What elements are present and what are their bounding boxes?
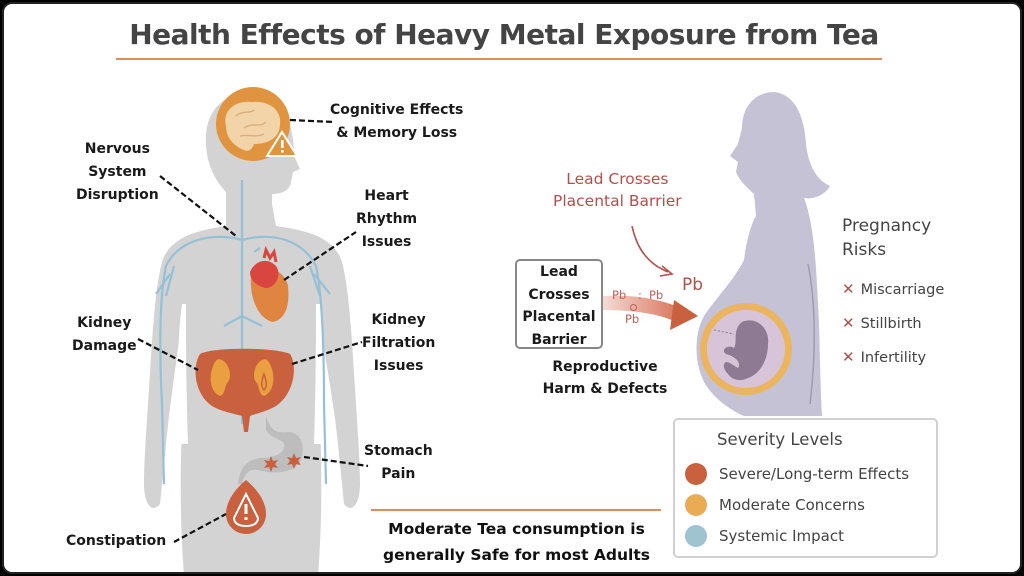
leader-cognitive xyxy=(289,118,335,124)
legend-item-severe: Severe/Long-term Effects xyxy=(685,462,909,486)
leader-heart xyxy=(283,231,357,281)
safety-note-line: Moderate Tea consumption is xyxy=(388,520,645,538)
lead-crosses-callout: Lead Crosses Placental Barrier xyxy=(553,168,682,212)
legend-item-systemic: Systemic Impact xyxy=(685,524,844,548)
callout-arrow xyxy=(631,225,669,273)
box-line: Lead xyxy=(540,264,578,280)
leader-nervous xyxy=(159,175,237,237)
pb-symbol: Pb xyxy=(625,312,640,326)
label-line: Kidney xyxy=(77,315,132,331)
risk-label: Infertility xyxy=(860,350,927,366)
arrow-head-icon xyxy=(670,300,698,330)
label-line: Cognitive Effects xyxy=(330,102,464,118)
pb-symbol: Pb xyxy=(612,288,627,302)
x-mark-icon: ✕ xyxy=(842,348,855,366)
legend-label: Severe/Long-term Effects xyxy=(719,465,910,483)
lead-transfer-arrow xyxy=(602,295,680,322)
risk-item-miscarriage: ✕ Miscarriage xyxy=(842,280,944,298)
pb-symbol: Pb xyxy=(649,288,664,302)
label-line: Issues xyxy=(361,234,412,250)
leader-lines xyxy=(137,118,369,543)
label-line: Nervous xyxy=(84,141,150,157)
label-line: Filtration xyxy=(362,335,436,351)
atom-bond-icon xyxy=(630,304,637,311)
stomach-icon xyxy=(238,416,303,484)
constipation-warning-icon xyxy=(226,480,266,534)
label-line: Kidney xyxy=(371,312,426,328)
title-underline xyxy=(116,58,882,60)
risk-item-stillbirth: ✕ Stillbirth xyxy=(842,314,922,332)
risk-item-infertility: ✕ Infertility xyxy=(842,348,926,366)
box-line: Barrier xyxy=(531,331,587,348)
x-mark-icon: ✕ xyxy=(842,314,855,332)
label-line: Issues xyxy=(373,358,424,374)
callout-line: Placental Barrier xyxy=(553,192,682,210)
label-line: Damage xyxy=(72,338,137,354)
nervous-system-veins xyxy=(155,180,331,485)
leader-constipation xyxy=(173,513,227,543)
title-line: Pregnancy xyxy=(842,216,932,236)
label-nervous-system: Nervous System Disruption xyxy=(76,138,159,207)
label-line: Constipation xyxy=(66,533,167,549)
severity-legend: Severity Levels Severe/Long-term Effects… xyxy=(673,418,938,558)
label-line: Pain xyxy=(381,466,416,482)
leader-kidney-damage xyxy=(137,338,199,371)
pb-label-large: Pb xyxy=(682,275,704,295)
legend-item-moderate: Moderate Concerns xyxy=(685,493,865,517)
box-line: Crosses xyxy=(528,286,590,303)
safety-note-line: generally Safe for most Adults xyxy=(383,546,650,564)
arm-gap-right xyxy=(314,304,325,444)
title-line: Risks xyxy=(842,240,887,260)
box-line: Placental xyxy=(522,309,596,325)
label-line: & Memory Loss xyxy=(336,125,458,141)
label-line: Rhythm xyxy=(356,211,418,227)
legend-label: Moderate Concerns xyxy=(719,496,865,514)
x-mark-icon: ✕ xyxy=(842,280,855,298)
label-stomach-pain: Stomach Pain xyxy=(364,440,433,486)
arrow-head-icon xyxy=(659,265,674,277)
womb-fetus-icon xyxy=(700,303,792,395)
label-constipation: Constipation xyxy=(66,530,166,553)
legend-title: Severity Levels xyxy=(717,430,843,449)
pain-star-icon xyxy=(264,456,278,472)
moderate-dot-icon xyxy=(685,494,707,516)
label-line: Stomach xyxy=(364,443,433,459)
warning-triangle-icon xyxy=(265,130,299,157)
label-line: Disruption xyxy=(76,187,159,203)
severe-dot-icon xyxy=(685,463,707,485)
systemic-dot-icon xyxy=(685,525,707,547)
safety-note-rule xyxy=(371,509,661,511)
heart-icon xyxy=(250,245,289,322)
risk-label: Miscarriage xyxy=(860,282,945,298)
lead-crosses-box: Lead Crosses Placental Barrier xyxy=(515,259,603,349)
label-line: Harm & Defects xyxy=(542,381,668,397)
label-line: Heart xyxy=(364,188,409,204)
page-title: Health Effects of Heavy Metal Exposure f… xyxy=(129,18,879,51)
callout-line: Lead Crosses xyxy=(566,170,669,188)
pregnancy-risks-title: Pregnancy Risks xyxy=(842,214,931,262)
risk-label: Stillbirth xyxy=(860,316,922,332)
safety-note: Moderate Tea consumption is generally Sa… xyxy=(364,516,669,568)
leader-kidney-filtration xyxy=(291,340,363,366)
kidney-organ-icon xyxy=(195,348,294,432)
illustration-canvas xyxy=(137,87,830,572)
body-contour xyxy=(807,263,815,405)
pain-star-icon xyxy=(287,453,301,469)
label-kidney-damage: Kidney Damage xyxy=(72,312,137,358)
label-kidney-filtration: Kidney Filtration Issues xyxy=(362,309,435,378)
label-line: System xyxy=(88,164,147,180)
label-line: Reproductive xyxy=(552,359,658,375)
reproductive-harm-label: Reproductive Harm & Defects xyxy=(540,356,670,400)
brain-icon xyxy=(216,87,290,161)
legend-label: Systemic Impact xyxy=(719,527,844,545)
label-heart-rhythm: Heart Rhythm Issues xyxy=(356,185,417,254)
arm-gap-left xyxy=(177,304,188,444)
pb-separator: : xyxy=(638,288,642,302)
label-cognitive-effects: Cognitive Effects & Memory Loss xyxy=(330,99,463,145)
leader-stomach xyxy=(303,455,369,468)
